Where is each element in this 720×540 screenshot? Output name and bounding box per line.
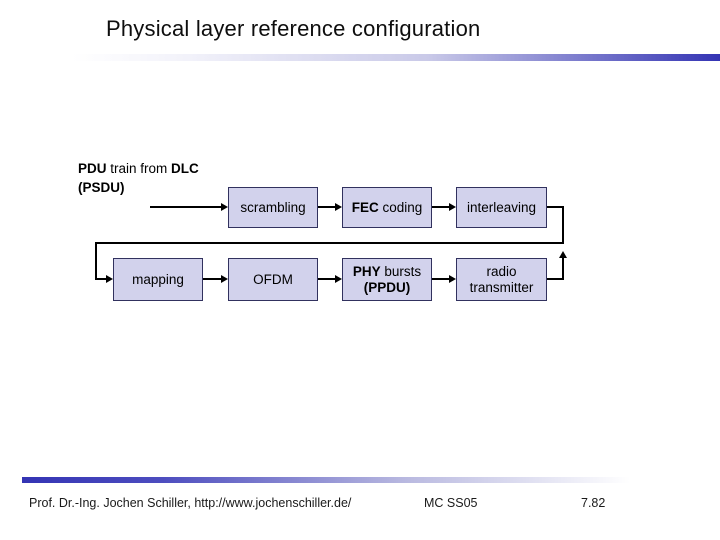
box-fec-rest: coding <box>378 199 423 215</box>
box-scrambling: scrambling <box>228 187 318 228</box>
connector-fec-interleaving <box>432 206 450 208</box>
footer-page-number: 7.82 <box>581 496 606 510</box>
box-phy-bursts-line1: PHY bursts <box>353 264 421 280</box>
footer-author: Prof. Dr.-Ing. Jochen Schiller, http://w… <box>29 496 352 510</box>
arrowhead-scrambling-fec <box>335 203 342 211</box>
connector-scrambling-fec <box>318 206 336 208</box>
source-label-pdu: PDU <box>78 161 107 176</box>
source-label: PDU train from DLC (PSDU) <box>78 159 199 197</box>
arrowhead-fec-interleaving <box>449 203 456 211</box>
box-ofdm: OFDM <box>228 258 318 301</box>
box-radio-line1: radio <box>486 263 517 279</box>
box-ofdm-label: OFDM <box>253 271 293 287</box>
connector-ofdm-phy <box>318 278 336 280</box>
slide-title: Physical layer reference configuration <box>106 16 481 41</box>
arrowhead-mapping-ofdm <box>221 275 228 283</box>
box-phy-bold: PHY <box>352 263 381 279</box>
footer-gradient-bar <box>22 477 662 483</box>
box-fec-bold: FEC <box>351 199 379 215</box>
box-interleaving: interleaving <box>456 187 547 228</box>
connector-wrap-down <box>562 206 564 244</box>
connector-wrap-left-down <box>95 242 97 279</box>
connector-wrap-into-mapping <box>95 278 107 280</box>
arrowhead-radio-up <box>559 251 567 258</box>
connector-mapping-ofdm <box>203 278 222 280</box>
source-label-line2: (PSDU) <box>78 180 125 195</box>
title-gradient-bar <box>72 54 720 61</box>
box-phy-bursts-line2: (PPDU) <box>363 279 411 295</box>
source-label-mid: train from <box>106 161 172 176</box>
box-mapping: mapping <box>113 258 203 301</box>
box-fec-coding: FEC coding <box>342 187 432 228</box>
connector-wrap-across <box>95 242 564 244</box>
source-label-dlc: DLC <box>171 161 199 176</box>
connector-source-scrambling <box>150 206 222 208</box>
box-phy-rest: bursts <box>380 263 422 279</box>
connector-phy-radio <box>432 278 450 280</box>
arrowhead-source-scrambling <box>221 203 228 211</box>
box-fec-coding-label: FEC coding <box>352 200 423 216</box>
source-label-line1: PDU train from DLC <box>78 159 199 178</box>
box-radio-line2: transmitter <box>469 279 534 295</box>
arrowhead-wrap-mapping <box>106 275 113 283</box>
arrowhead-ofdm-phy <box>335 275 342 283</box>
box-scrambling-label: scrambling <box>240 199 306 215</box>
arrowhead-phy-radio <box>449 275 456 283</box>
box-phy-bursts: PHY bursts (PPDU) <box>342 258 432 301</box>
box-radio-transmitter: radio transmitter <box>456 258 547 301</box>
box-mapping-label: mapping <box>132 271 184 287</box>
box-interleaving-label: interleaving <box>466 199 537 215</box>
connector-radio-up <box>562 258 564 280</box>
connector-interleaving-out <box>547 206 564 208</box>
footer-course: MC SS05 <box>424 496 478 510</box>
connector-radio-out <box>547 278 564 280</box>
